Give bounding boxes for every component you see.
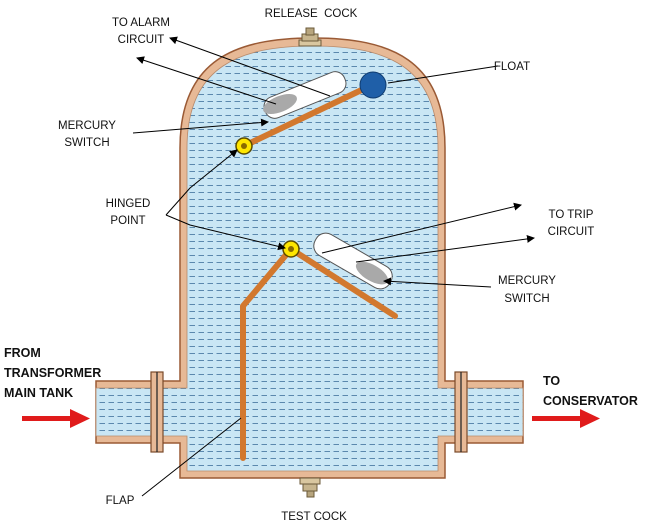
flap-arm-lower [240, 246, 294, 461]
flap-arm-upper [288, 246, 398, 319]
label-mercury-bottom-2: SWITCH [504, 293, 549, 305]
label-hinged-1: HINGED [106, 198, 151, 210]
label-to-trip-1: TO TRIP [549, 209, 594, 221]
label-to-alarm-1: TO ALARM [112, 17, 170, 29]
label-mercury-top-1: MERCURY [58, 120, 116, 132]
label-flap: FLAP [106, 495, 135, 507]
test-cock [299, 477, 321, 498]
label-mercury-bottom-1: MERCURY [498, 275, 556, 287]
label-to-trip-2: CIRCUIT [548, 226, 595, 238]
label-from-2: TRANSFORMER [4, 366, 101, 380]
release-cock [298, 27, 322, 47]
upper-mercury-switch [263, 71, 347, 119]
float-ball [359, 71, 387, 99]
left-flange [150, 371, 164, 453]
float-arm [241, 82, 375, 149]
label-test-cock: TEST COCK [281, 511, 347, 523]
label-to-conservator-1: TO [543, 374, 560, 388]
inflow-arrow [22, 409, 90, 428]
label-to-alarm-2: CIRCUIT [118, 34, 165, 46]
label-hinged-2: POINT [110, 215, 145, 227]
right-flange [454, 371, 468, 453]
label-release-cock: RELEASE COCK [265, 8, 358, 20]
label-float: FLOAT [494, 61, 530, 73]
outflow-arrow [532, 409, 600, 428]
leader-lines [132, 36, 535, 497]
label-to-conservator-2: CONSERVATOR [543, 394, 638, 408]
label-mercury-top-2: SWITCH [64, 137, 109, 149]
label-from-1: FROM [4, 346, 41, 360]
label-from-3: MAIN TANK [4, 386, 73, 400]
